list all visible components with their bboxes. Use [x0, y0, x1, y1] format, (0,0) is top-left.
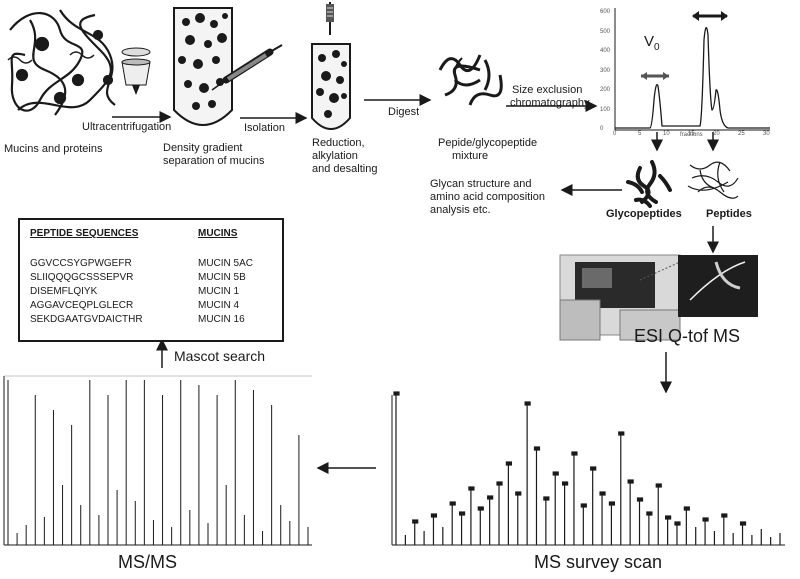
peak-label-marker — [487, 495, 494, 500]
peptide-mixture-icon — [438, 54, 503, 106]
reduction-label-1: Reduction, — [312, 137, 365, 149]
peak-label-marker — [477, 506, 484, 511]
peak-label-marker — [739, 521, 747, 526]
mixture-label-2: mixture — [452, 150, 489, 162]
gradient-tube-icon — [173, 7, 283, 126]
peak-label-marker — [580, 503, 587, 508]
peak-label-marker — [590, 466, 597, 471]
esi-qtof-label: ESI Q-tof MS — [634, 326, 741, 346]
peak-label-marker — [468, 486, 475, 491]
centrifuge-icon — [121, 47, 151, 95]
v0-label: V0 — [644, 33, 660, 54]
chromatogram-x-tick: 15 — [688, 131, 695, 137]
isolation-label: Isolation — [244, 122, 285, 134]
table-cell-mucin: MUCIN 16 — [198, 314, 245, 325]
reduction-tube-icon — [311, 2, 351, 130]
peak-label-marker — [524, 401, 531, 406]
table-cell-peptide: SEKDGAATGVDAICTHR — [30, 314, 143, 325]
peak-label-marker — [515, 491, 522, 496]
table-header-mucins: MUCINS — [198, 228, 238, 239]
peak-label-marker — [505, 461, 512, 466]
table-cell-peptide: SLIIQQQGCSSSEPVR — [30, 272, 134, 283]
msms-label: MS/MS — [118, 552, 178, 572]
table-header-peptides: PEPTIDE SEQUENCES — [30, 228, 139, 239]
digest-label: Digest — [388, 106, 420, 118]
density-gradient-label-2: separation of mucins — [163, 155, 265, 167]
chromatogram-y-tick: 500 — [600, 28, 611, 35]
chromatogram-y-tick: 200 — [600, 87, 611, 93]
peak-label-marker — [571, 451, 578, 456]
msms-spectrum — [3, 375, 312, 546]
glycopeptides-label: Glycopeptides — [606, 208, 682, 220]
chromatogram-y-tick: 100 — [600, 106, 611, 113]
peak-label-marker — [721, 513, 728, 518]
glycopeptide-icon — [626, 160, 672, 208]
peak-label-marker — [655, 483, 662, 488]
peak-label-marker — [665, 515, 672, 520]
peptides-label: Peptides — [706, 208, 752, 220]
chromatogram-y-tick: 0 — [600, 126, 604, 132]
peak-label-marker — [636, 497, 644, 502]
sec-label-2: chromatography — [510, 97, 590, 109]
peak-label-marker — [561, 481, 569, 486]
table-cell-peptide: DISEMFLQIYK — [30, 286, 98, 297]
table-cell-peptide: GGVCCSYGPWGEFR — [30, 258, 132, 269]
table-cell-mucin: MUCIN 4 — [198, 300, 240, 311]
chromatogram-x-tick: 5 — [638, 131, 642, 137]
peak-label-marker — [393, 391, 400, 396]
peak-label-marker — [674, 521, 681, 526]
chromatogram-y-tick: 400 — [600, 48, 611, 54]
peak-label-marker — [533, 446, 541, 451]
peak-label-marker — [608, 501, 616, 506]
peak-label-marker — [430, 513, 438, 518]
ultracentrifugation-label: Ultracentrifugation — [82, 121, 172, 133]
chromatogram-chart — [598, 4, 776, 152]
chromatogram-x-tick: 30 — [763, 131, 770, 137]
glycan-label-1: Glycan structure and — [430, 178, 532, 190]
mucin-tangle-icon — [7, 9, 116, 116]
peptide-squiggle-icon — [687, 161, 739, 199]
peak-label-marker — [599, 491, 606, 496]
chromatogram-x-tick: 10 — [663, 131, 670, 137]
chromatogram-xlabel: fractions — [680, 132, 703, 138]
chromatogram-x-tick: 20 — [713, 131, 720, 137]
peak-label-marker — [627, 479, 634, 484]
peak-label-marker — [412, 519, 419, 524]
table-cell-peptide: AGGAVCEQPLGLECR — [30, 300, 134, 311]
peak-label-marker — [458, 511, 466, 516]
peak-label-marker — [702, 517, 709, 522]
chromatogram-x-tick: 25 — [738, 131, 745, 137]
peak-label-marker — [543, 496, 550, 501]
glycan-label-3: analysis etc. — [430, 204, 491, 216]
mucins-proteins-label: Mucins and proteins — [4, 143, 103, 155]
chromatogram-y-tick: 300 — [600, 67, 611, 74]
sec-label-1: Size exclusion — [512, 84, 583, 96]
density-gradient-label-1: Density gradient — [163, 142, 243, 154]
flow-arrows — [112, 94, 672, 474]
esi-qtof-instrument-image — [559, 226, 758, 341]
table-cell-mucin: MUCIN 1 — [198, 286, 240, 297]
peak-label-marker — [552, 471, 559, 476]
mascot-search-label: Mascot search — [174, 348, 266, 364]
table-cell-mucin: MUCIN 5B — [198, 272, 246, 283]
glycan-label-2: amino acid composition — [430, 191, 545, 203]
peptide-results-table: PEPTIDE SEQUENCES MUCINS GGVCCSYGPWGEFR M… — [18, 218, 284, 342]
ms-survey-label: MS survey scan — [534, 552, 663, 572]
reduction-label-3: and desalting — [312, 163, 378, 175]
peak-label-marker — [449, 501, 456, 506]
table-cell-mucin: MUCIN 5AC — [198, 258, 254, 269]
chromatogram-y-tick: 600 — [600, 9, 611, 15]
reduction-label-2: alkylation — [312, 150, 358, 162]
peak-label-marker — [496, 481, 503, 486]
ms-survey-spectrum — [391, 391, 785, 546]
mixture-label-1: Pepide/glycopeptide — [438, 137, 538, 149]
peak-label-marker — [618, 431, 625, 436]
chromatogram-x-tick: 0 — [613, 131, 617, 137]
peak-label-marker — [646, 511, 653, 516]
peak-label-marker — [683, 506, 690, 511]
